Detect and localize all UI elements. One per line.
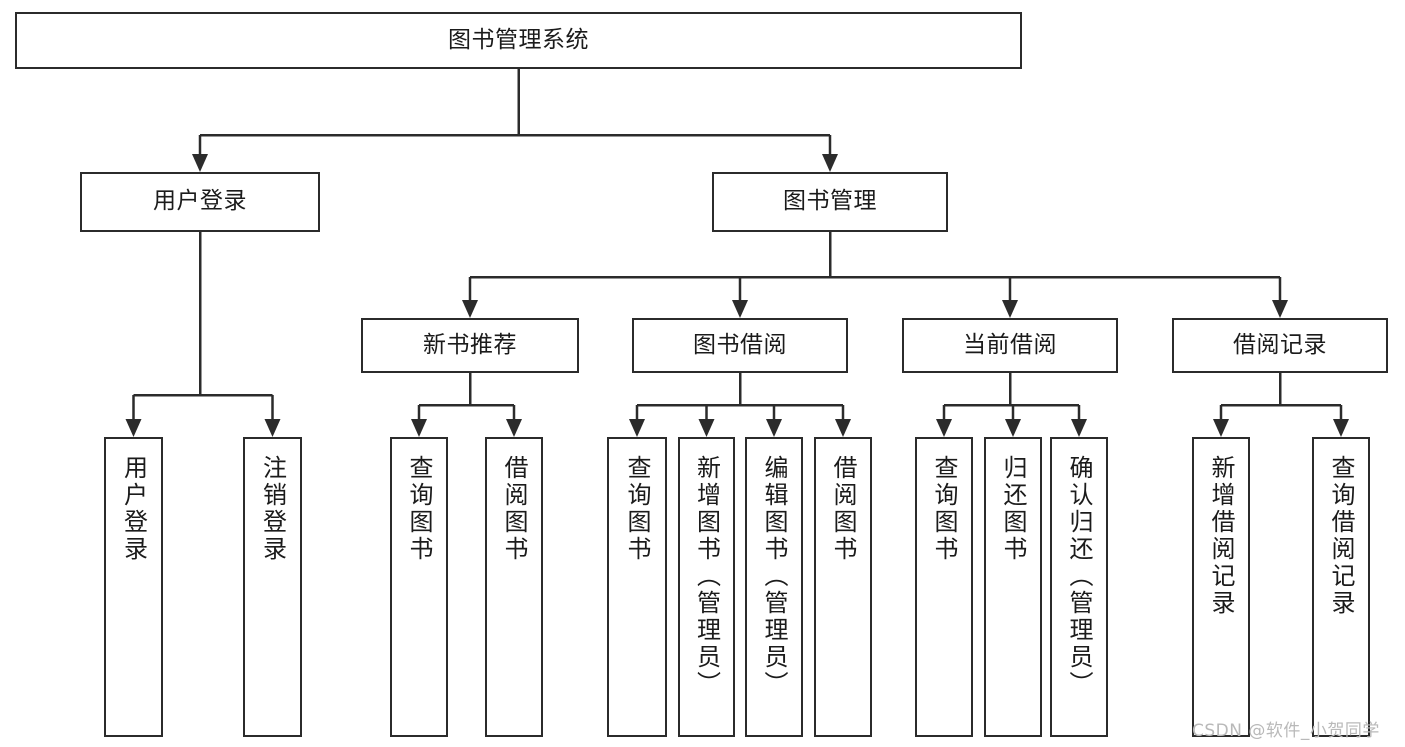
node-leaf-query-book-2[interactable]: 查询图书 — [607, 437, 667, 737]
node-label: 编辑图书（管理员） — [760, 455, 788, 698]
node-label: 借阅图书 — [500, 455, 528, 563]
node-label: 新书推荐 — [423, 331, 517, 358]
node-label: 查询图书 — [405, 455, 433, 563]
node-leaf-query-record[interactable]: 查询借阅记录 — [1312, 437, 1370, 737]
node-leaf-add-book[interactable]: 新增图书（管理员） — [678, 437, 735, 737]
node-label: 查询图书 — [930, 455, 958, 563]
node-new-book-rec[interactable]: 新书推荐 — [361, 318, 579, 373]
node-leaf-return-book[interactable]: 归还图书 — [984, 437, 1042, 737]
node-label: 借阅图书 — [829, 455, 857, 563]
node-label: 归还图书 — [999, 455, 1027, 563]
node-label: 查询借阅记录 — [1327, 455, 1355, 617]
node-label: 当前借阅 — [963, 331, 1057, 358]
node-leaf-query-book-3[interactable]: 查询图书 — [915, 437, 973, 737]
node-leaf-edit-book[interactable]: 编辑图书（管理员） — [745, 437, 803, 737]
node-label: 新增图书（管理员） — [692, 455, 721, 698]
node-leaf-query-book-1[interactable]: 查询图书 — [390, 437, 448, 737]
node-label: 用户登录 — [153, 188, 247, 215]
node-leaf-user-login[interactable]: 用户登录 — [104, 437, 163, 737]
node-leaf-logout[interactable]: 注销登录 — [243, 437, 302, 737]
node-label: 用户登录 — [119, 455, 148, 563]
node-label: 图书管理系统 — [448, 26, 589, 53]
node-label: 图书管理 — [783, 188, 877, 215]
node-leaf-borrow-book-1[interactable]: 借阅图书 — [485, 437, 543, 737]
node-leaf-confirm-return[interactable]: 确认归还（管理员） — [1050, 437, 1108, 737]
node-leaf-add-record[interactable]: 新增借阅记录 — [1192, 437, 1250, 737]
node-label: 确认归还（管理员） — [1065, 455, 1093, 698]
node-current-borrow[interactable]: 当前借阅 — [902, 318, 1118, 373]
node-borrow-record[interactable]: 借阅记录 — [1172, 318, 1388, 373]
node-label: 借阅记录 — [1233, 331, 1327, 358]
node-book-manage[interactable]: 图书管理 — [712, 172, 948, 232]
csdn-watermark: CSDN @软件_小贺同学 — [1192, 721, 1380, 741]
node-label: 注销登录 — [258, 455, 287, 563]
node-label: 查询图书 — [623, 455, 651, 563]
node-root[interactable]: 图书管理系统 — [15, 12, 1022, 69]
node-user-login[interactable]: 用户登录 — [80, 172, 320, 232]
node-book-borrow[interactable]: 图书借阅 — [632, 318, 848, 373]
node-label: 新增借阅记录 — [1207, 455, 1235, 617]
node-leaf-borrow-book-2[interactable]: 借阅图书 — [814, 437, 872, 737]
node-label: 图书借阅 — [693, 331, 787, 358]
